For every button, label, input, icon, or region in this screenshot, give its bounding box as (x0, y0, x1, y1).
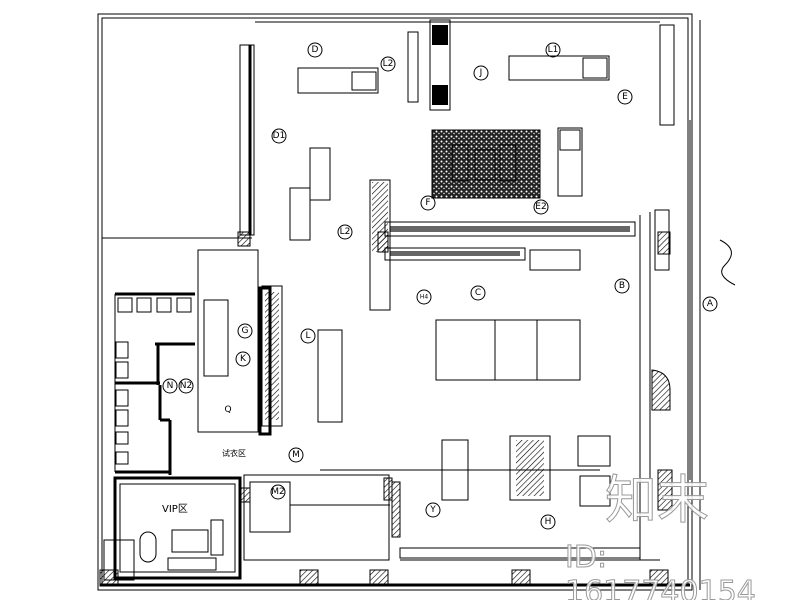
restroom-fixtures (115, 297, 192, 465)
svg-text:J: J (479, 68, 483, 78)
marker-D: D (307, 42, 323, 58)
svg-text:L1: L1 (548, 45, 559, 55)
svg-text:C: C (475, 288, 481, 298)
svg-text:F: F (425, 198, 430, 208)
marker-D1: D1 (271, 128, 287, 144)
svg-text:E2: E2 (535, 202, 546, 212)
marker-H: H (540, 514, 556, 530)
svg-text:Y: Y (429, 505, 436, 515)
svg-text:H4: H4 (420, 294, 429, 301)
svg-text:A: A (707, 299, 714, 309)
display-fixtures (139, 19, 670, 571)
marker-G: G (237, 323, 253, 339)
marker-L2-top: L2 (380, 56, 396, 72)
marker-J: J (473, 65, 489, 81)
marker-M: M (288, 447, 304, 463)
svg-text:G: G (242, 326, 249, 336)
marker-L: L (300, 328, 316, 344)
vip-room-label: VIP区 (162, 503, 188, 515)
marker-B: B (614, 278, 630, 294)
watermark-logo: 知末 (604, 471, 710, 532)
svg-text:N2: N2 (180, 381, 192, 391)
svg-text:K: K (240, 354, 247, 364)
break-line (719, 239, 736, 286)
marker-A: A (702, 296, 718, 312)
marker-Q: Q (224, 405, 231, 415)
marker-N: N (162, 378, 178, 394)
marker-M2: M2 (270, 484, 286, 500)
marker-E: E (617, 89, 633, 105)
svg-text:M2: M2 (271, 487, 285, 497)
svg-text:L2: L2 (340, 227, 351, 237)
structural-columns (99, 231, 673, 587)
svg-text:M: M (292, 450, 300, 460)
marker-E2: E2 (533, 199, 549, 215)
svg-text:B: B (619, 281, 625, 291)
fitting-area-label: 试衣区 (222, 448, 246, 458)
marker-H4: H4 (416, 289, 432, 305)
marker-L2: L2 (337, 224, 353, 240)
watermark-id: ID: 1617740154 (565, 540, 757, 600)
section-markers: D L1 L2 J E D1 F E2 L2 C B A G K L N N2 … (162, 42, 718, 530)
marker-N2: N2 (178, 378, 194, 394)
svg-text:N: N (167, 381, 174, 391)
svg-text:L2: L2 (383, 59, 394, 69)
svg-text:E: E (622, 92, 628, 102)
outer-walls (97, 13, 701, 591)
marker-C: C (470, 285, 486, 301)
svg-text:Q: Q (224, 405, 231, 415)
svg-text:L: L (305, 331, 310, 341)
interior-walls (102, 24, 675, 581)
marker-Y: Y (425, 502, 441, 518)
svg-text:D1: D1 (273, 131, 286, 141)
svg-text:H: H (545, 517, 552, 527)
marker-F: F (420, 195, 436, 211)
marker-L1: L1 (545, 42, 561, 58)
marker-K: K (235, 351, 251, 367)
svg-text:D: D (312, 45, 319, 55)
